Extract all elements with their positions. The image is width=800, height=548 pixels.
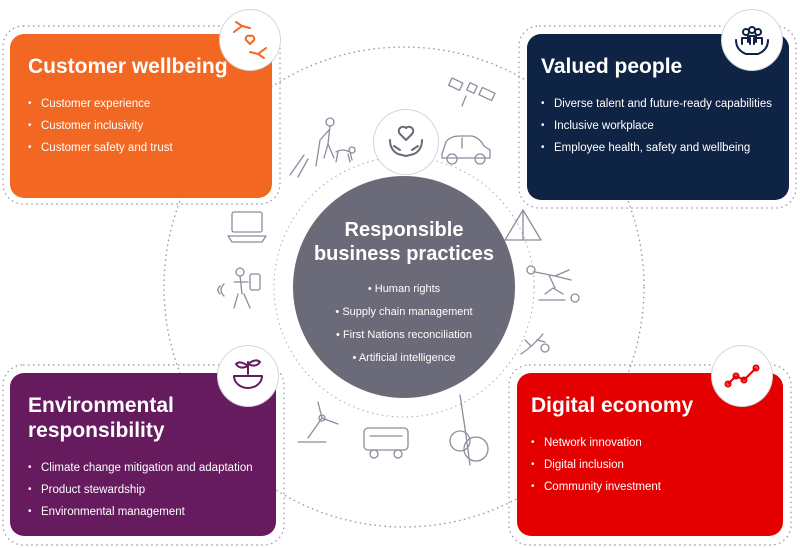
person-with-dog-illustration: [315, 117, 356, 167]
center-title: Responsible business practices: [313, 219, 495, 265]
reclining-person-illustration: [526, 265, 580, 303]
card-list: Customer experience Customer inclusivity…: [28, 93, 254, 159]
list-item: First Nations reconciliation: [293, 324, 515, 347]
outline-digital-economy: [508, 364, 792, 546]
car-illustration: [441, 135, 491, 165]
card-list: Diverse talent and future-ready capabili…: [541, 93, 772, 159]
person-on-phone-illustration: [217, 267, 261, 309]
list-item: Digital inclusion: [531, 454, 765, 476]
card-title: Valued people: [541, 55, 683, 78]
list-item: Community investment: [531, 476, 765, 498]
list-item: Customer experience: [28, 93, 254, 115]
card-title: Digital economy: [531, 394, 694, 417]
center-circle-responsible-business: Responsible business practices Human rig…: [293, 176, 515, 398]
outline-environmental-responsibility: [2, 364, 285, 546]
list-item: Environmental management: [28, 501, 258, 523]
inner-ring: [273, 156, 535, 418]
handshake-heart-icon: [220, 10, 280, 70]
card-list: Climate change mitigation and adaptation…: [28, 457, 258, 523]
list-item: Human rights: [293, 278, 515, 301]
satellite-illustration: [447, 77, 496, 107]
people-in-hands-icon: [722, 10, 782, 70]
list-item: Employee health, safety and wellbeing: [541, 137, 771, 159]
card-title: Customer wellbeing: [28, 55, 228, 78]
tent-illustration: [504, 209, 542, 241]
cables-illustration: [289, 154, 309, 178]
list-item: Diverse talent and future-ready capabili…: [541, 93, 772, 115]
hands-heart-icon: [374, 110, 438, 174]
list-item: Supply chain management: [293, 301, 515, 324]
bus-illustration: [363, 427, 409, 459]
tree-illustration: [449, 394, 489, 466]
laptop-illustration: [227, 211, 267, 243]
plant-globe-icon: [218, 346, 278, 406]
flower-illustration: [520, 333, 550, 355]
center-list: Human rights Supply chain management Fir…: [293, 278, 515, 370]
outline-customer-wellbeing: [2, 25, 281, 205]
list-item: Customer safety and trust: [28, 137, 254, 159]
outline-valued-people: [518, 25, 797, 209]
card-list: Network innovation Digital inclusion Com…: [531, 432, 765, 498]
list-item: Climate change mitigation and adaptation: [28, 457, 258, 479]
card-title: Environmental responsibility: [28, 394, 174, 442]
list-item: Artificial intelligence: [293, 347, 515, 370]
trend-line-icon: [712, 346, 772, 406]
list-item: Product stewardship: [28, 479, 258, 501]
outer-ring: [163, 46, 645, 528]
list-item: Customer inclusivity: [28, 115, 254, 137]
list-item: Network innovation: [531, 432, 765, 454]
list-item: Inclusive workplace: [541, 115, 771, 137]
robot-arm-illustration: [297, 401, 339, 443]
